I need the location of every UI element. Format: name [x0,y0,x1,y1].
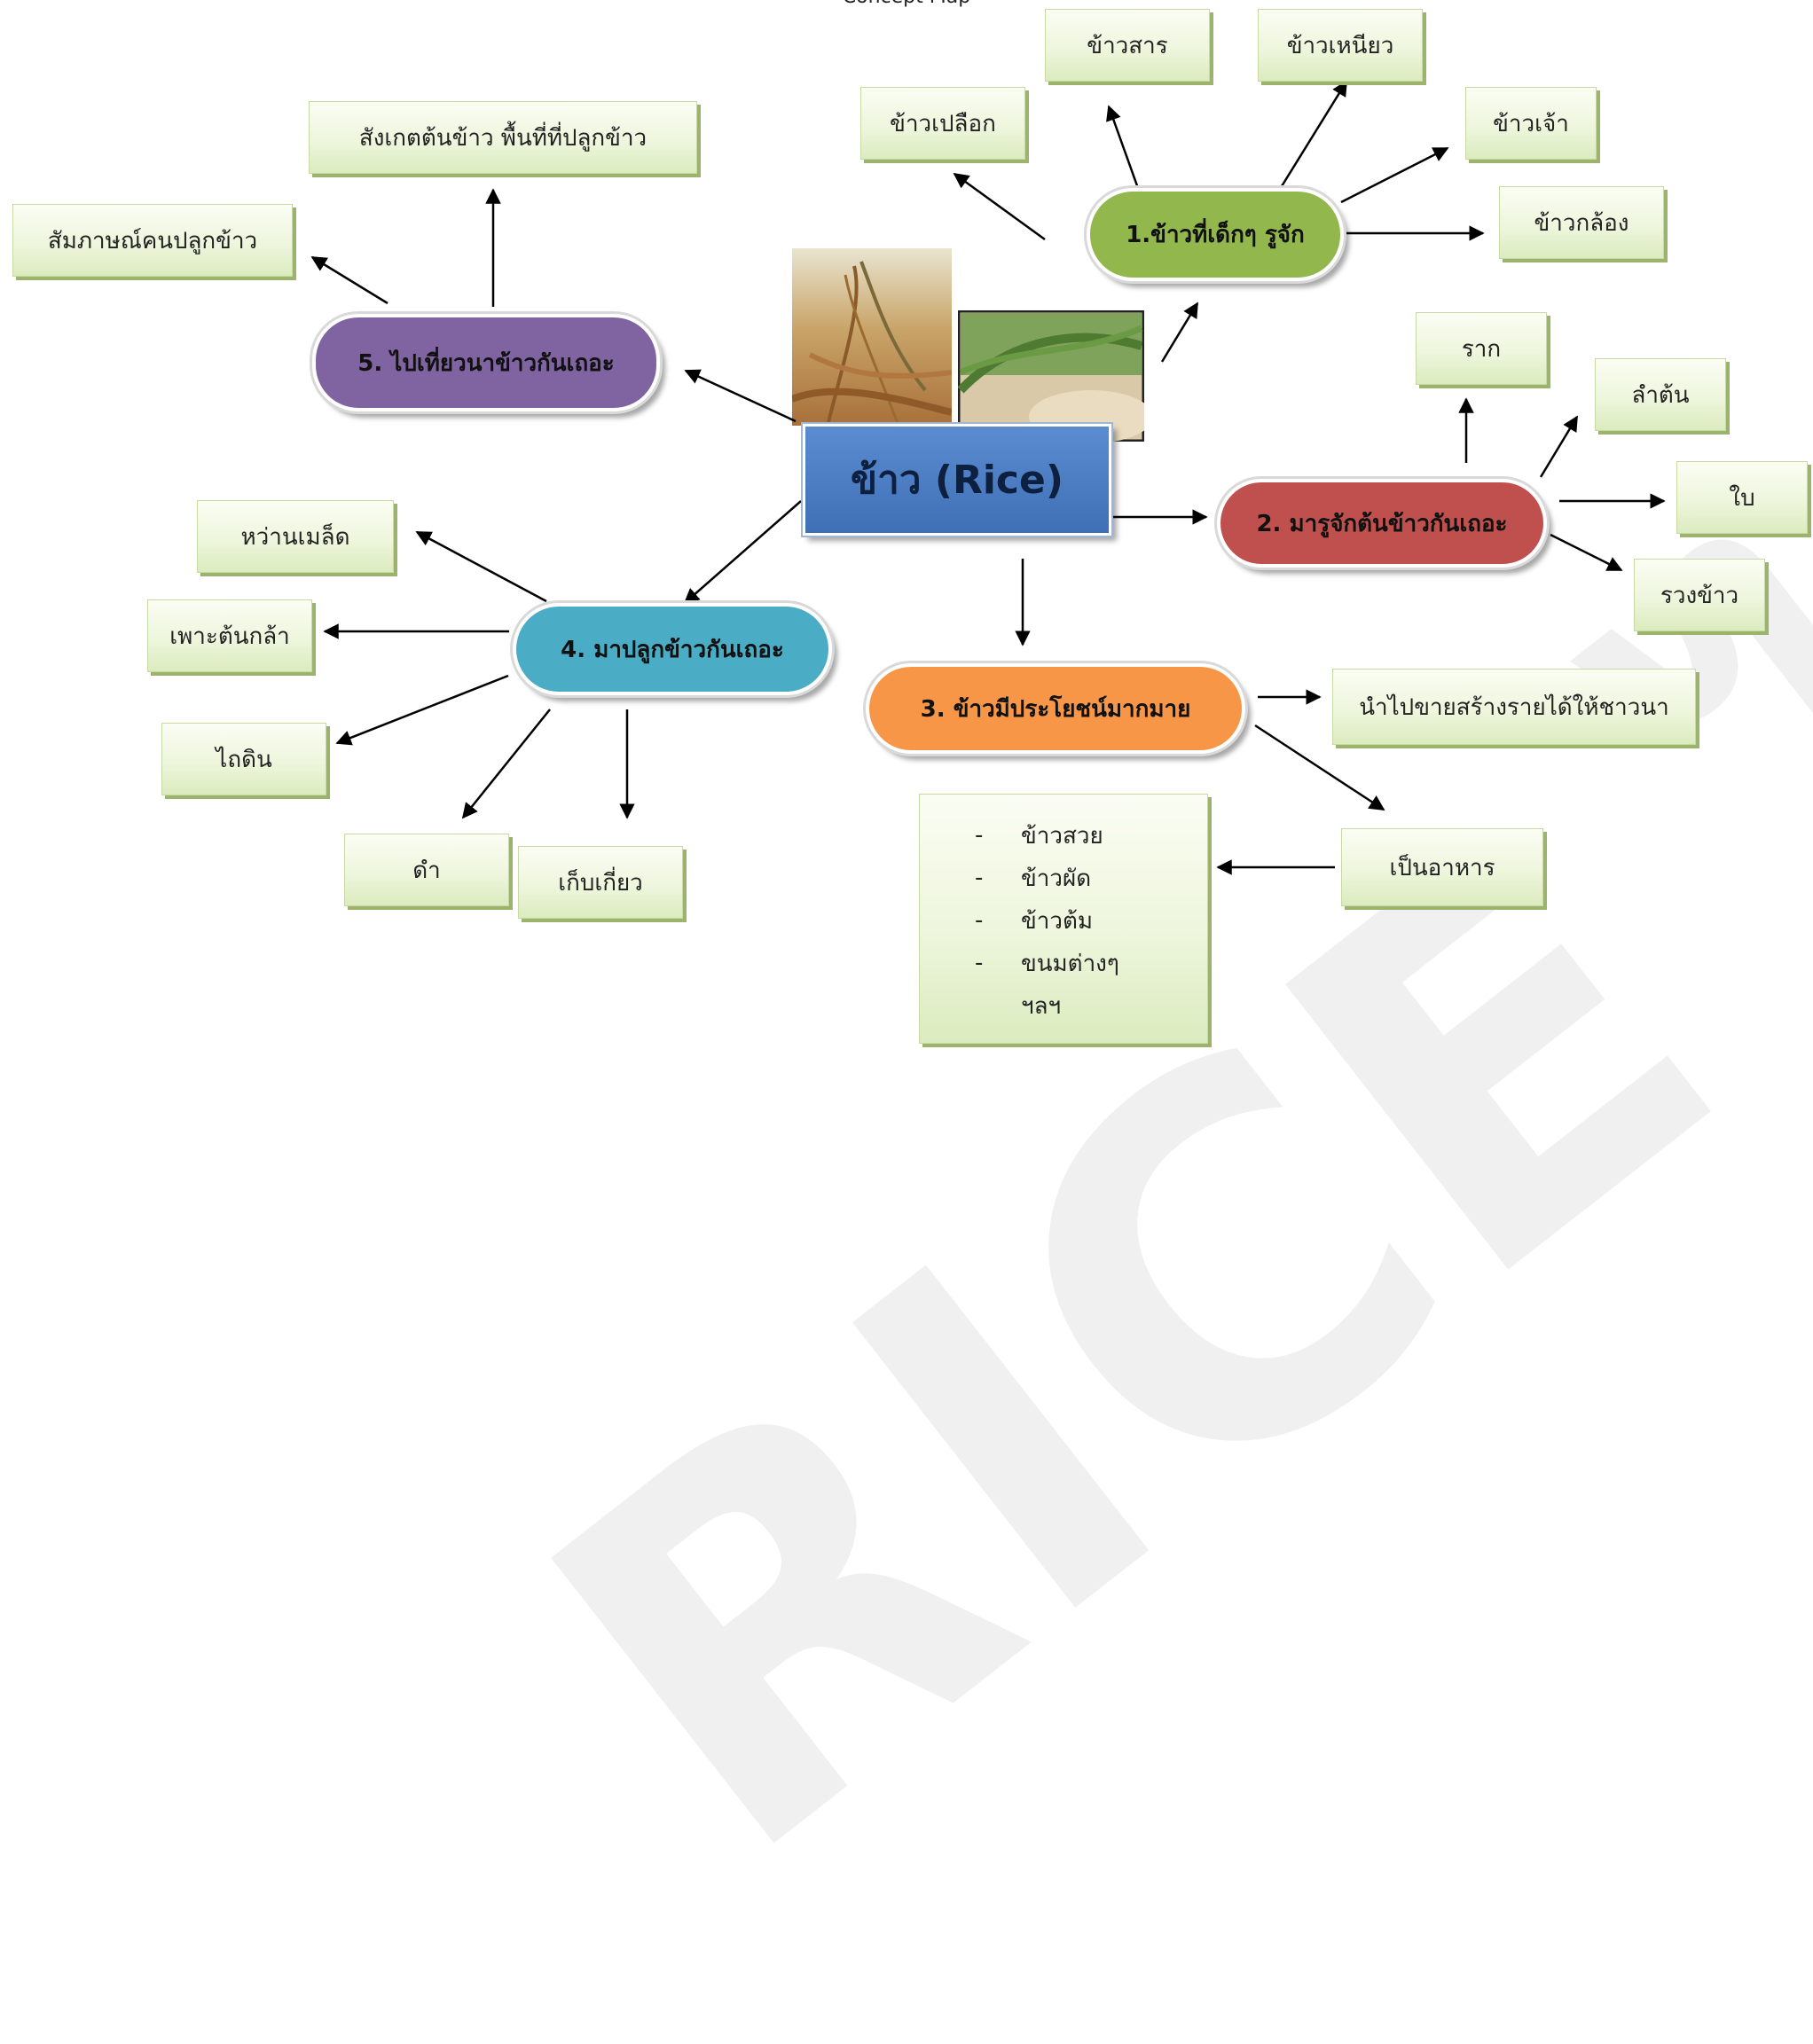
branch-3-node: 3. ข้าวมีประโยชน์มากมาย [866,663,1245,754]
arrow-center-b1 [1160,302,1199,363]
arrow-b1-leaf1 [953,172,1046,241]
food-item: -ข้าวผัด [975,865,1092,892]
branch-1-node: 1.ข้าวที่เด็กๆ รูจัก [1087,188,1344,281]
food-list: -ข้าวสวย -ข้าวผัด -ข้าวต้ม -ขนมต่างๆ ฯลฯ [919,794,1208,1044]
leaf-b1-3: ข้าวเหนียว [1258,9,1423,82]
arrow-b3-leaf2 [1254,724,1385,811]
leaf-b1-2: ข้าวสาร [1045,9,1210,82]
leaf-b3-1: นำไปขายสร้างรายได้ให้ชาวนา [1332,669,1696,745]
leaf-b4-1: หว่านเมล็ด [197,500,394,573]
arrow-b5-leaf2 [310,255,388,305]
leaf-b2-4: รวงข้าว [1634,559,1765,631]
arrow-b2-leaf4 [1550,533,1623,572]
arrow-b1-leaf2 [1106,105,1141,192]
arrow-b2-leaf2 [1539,415,1579,478]
arrow-b1-leaf3 [1280,80,1348,187]
branch-4-node: 4. มาปลูกข้าวกันเถอะ [513,603,832,695]
arrow-b1-leaf4 [1340,146,1449,204]
branch-5-node: 5. ไปเที่ยวนาข้าวกันเถอะ [312,314,660,411]
leaf-b1-5: ข้าวกล้อง [1499,186,1664,259]
leaf-b1-1: ข้าวเปลือก [860,87,1025,160]
leaf-b4-2: เพาะต้นกล้า [147,599,312,672]
leaf-b1-4: ข้าวเจ้า [1465,87,1597,160]
rice-plant-photo [792,248,952,426]
branch-2-node: 2. มารูจักต้นข้าวกันเถอะ [1217,479,1547,568]
leaf-b3-2: เป็นอาหาร [1341,828,1543,906]
leaf-b4-4: ดำ [344,834,509,906]
leaf-b4-5: เก็บเกี่ยว [518,846,683,919]
arrow-b4-leaf3 [335,674,509,746]
center-node: ข้าว (Rice) [803,424,1111,536]
food-item: -ข้าวสวย [975,822,1103,850]
arrow-center-b4 [683,500,802,605]
food-item: -ข้าวต้ม [975,907,1093,935]
arrow-center-b5 [684,369,797,423]
diagram-title: Concept Map [0,0,1813,8]
arrow-b4-leaf4 [461,709,551,819]
leaf-b2-2: ลำต้น [1595,358,1726,431]
leaf-b5-1: สังเกตต้นข้าว พื้นที่ที่ปลูกข้าว [309,101,697,174]
leaf-b5-2: สัมภาษณ์คนปลูกข้าว [12,204,293,277]
leaf-b2-1: ราก [1416,312,1547,385]
concept-map: RICE ไทยแลนด์ Concept Map [0,0,1813,1964]
food-item: -ขนมต่างๆ [975,950,1119,977]
connectors [310,80,1666,875]
arrow-b4-leaf1 [415,530,547,603]
leaf-b2-3: ใบ [1676,461,1808,534]
food-item: ฯลฯ [1021,992,1062,1020]
leaf-b4-3: ไถดิน [161,723,326,795]
